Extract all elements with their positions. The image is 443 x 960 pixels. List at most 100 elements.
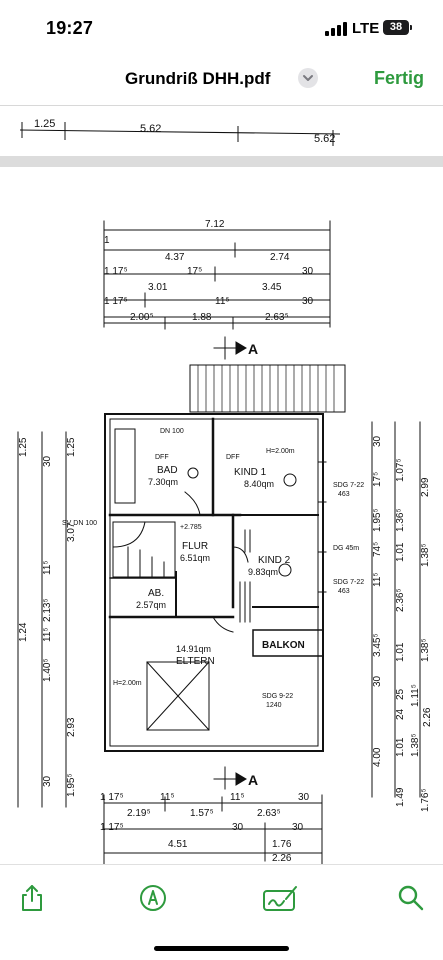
pdf-viewer[interactable]: 1.25 5.62 5.62 — [0, 106, 443, 864]
section-marker: A — [248, 772, 258, 788]
dim-label: 2.74 — [270, 252, 290, 263]
dim-label: 1.76 — [272, 839, 292, 850]
home-indicator — [154, 946, 289, 951]
dim-label: 2.13⁵ — [42, 598, 53, 622]
dim-label: 11⁵ — [42, 560, 53, 575]
dim-label: 1 17⁵ — [104, 266, 128, 277]
plan-note: DN 100 — [160, 428, 184, 435]
status-time: 19:27 — [46, 18, 94, 38]
plan-note: 463 — [338, 491, 350, 498]
dim-label: 1.76⁵ — [420, 788, 431, 812]
room-name-eltern: ELTERN — [176, 656, 215, 667]
share-icon[interactable] — [17, 883, 47, 913]
dim-label: 1.95⁵ — [372, 508, 383, 532]
dim-label: 11⁵ — [160, 792, 175, 803]
dim-label: 1 17⁵ — [100, 792, 124, 803]
room-name-balkon: BALKON — [262, 640, 305, 651]
room-name-kind1: KIND 1 — [234, 467, 267, 478]
dim-label: 30 — [372, 435, 383, 447]
dim-label: 25 — [395, 688, 406, 700]
dim-label: 30 — [302, 296, 314, 307]
dim-label: 17⁵ — [187, 266, 202, 277]
dim-label: 1 — [104, 235, 110, 246]
room-area-ab: 2.57qm — [136, 600, 166, 610]
dim-label: 2.93 — [66, 717, 77, 737]
plan-note: DG 45m — [333, 545, 359, 552]
dim-label: 5.62 — [140, 123, 161, 135]
dim-label: 1.01 — [395, 542, 406, 562]
cellular-signal-icon — [325, 22, 347, 36]
battery-icon: 38 — [383, 20, 412, 35]
dim-label: 1.24 — [18, 622, 29, 642]
dim-label: 30 — [292, 822, 304, 833]
network-type: LTE — [352, 20, 380, 37]
signature-icon[interactable] — [262, 883, 298, 913]
dim-label: 1.11⁵ — [410, 684, 421, 707]
plan-note: H=2.00m — [113, 680, 142, 687]
dim-label: 30 — [232, 822, 244, 833]
dim-label: 1 17⁵ — [100, 822, 124, 833]
dim-label: 1.38⁵ — [420, 543, 431, 567]
dim-label: 17⁵ — [372, 472, 383, 487]
room-name-bad: BAD — [157, 465, 178, 476]
dim-label: 30 — [298, 792, 310, 803]
room-area-eltern: 14.91qm — [176, 644, 211, 654]
dim-label: 1.25 — [18, 437, 29, 457]
dim-label: 5.62 — [314, 133, 335, 145]
room-area-flur: 6.51qm — [180, 553, 210, 563]
dim-label: 1 17⁵ — [104, 296, 128, 307]
dim-label: 2.99 — [420, 477, 431, 497]
room-name-ab: AB. — [148, 588, 164, 599]
dim-label: 2.26 — [422, 707, 433, 727]
dim-label: 2.26 — [272, 853, 292, 864]
plan-note: 1240 — [266, 702, 282, 709]
markup-pen-icon[interactable] — [138, 883, 168, 913]
dim-label: 30 — [42, 775, 53, 787]
dim-label: 2.63⁵ — [257, 808, 281, 819]
dim-label: 3.01 — [148, 282, 168, 293]
room-name-kind2: KIND 2 — [258, 555, 291, 566]
dim-label: 3.45 — [262, 282, 282, 293]
dim-label: 1.38⁵ — [420, 638, 431, 662]
dim-label: 4.51 — [168, 839, 188, 850]
dim-label: 1.36⁵ — [395, 508, 406, 532]
plan-note: SDG 7-22 — [333, 579, 364, 586]
plan-note: SV DN 100 — [62, 520, 97, 527]
dim-label: 1.88 — [192, 312, 212, 323]
dim-label: 1.25 — [66, 437, 77, 457]
done-button[interactable]: Fertig — [373, 68, 424, 88]
dim-label: 2.63⁵ — [265, 312, 289, 323]
dim-label: 4.00 — [372, 747, 383, 767]
room-area-kind2: 9.83qm — [248, 567, 278, 577]
pdf-page-previous[interactable]: 1.25 5.62 5.62 — [0, 106, 443, 156]
room-name-flur: FLUR — [182, 541, 208, 552]
pdf-page-floor-plan[interactable]: 7.12 1 4.37 2.74 1 17⁵ 17⁵ 30 3.01 3.45 … — [0, 167, 443, 864]
dim-label: 2.36⁵ — [395, 588, 406, 612]
dim-label: 74⁵ — [372, 542, 383, 557]
dim-label: 3.07 — [66, 522, 77, 542]
section-marker: A — [248, 341, 258, 357]
plan-note: SDG 9-22 — [262, 693, 293, 700]
dim-label: 1.01 — [395, 737, 406, 757]
dim-label: 7.12 — [205, 219, 225, 230]
dim-label: 30 — [42, 455, 53, 467]
room-area-kind1: 8.40qm — [244, 479, 274, 489]
dim-label: 11⁵ — [230, 792, 245, 803]
dim-label: 1.25 — [34, 118, 55, 130]
navigation-bar: Grundriß DHH.pdf Fertig — [0, 56, 443, 106]
chevron-down-icon[interactable] — [298, 68, 318, 88]
room-area-bad: 7.30qm — [148, 477, 178, 487]
dim-label: 2.00⁵ — [130, 312, 154, 323]
dim-label: 1.38⁵ — [410, 733, 421, 757]
plan-note: SDG 7-22 — [333, 482, 364, 489]
dim-label: 30 — [302, 266, 314, 277]
document-title[interactable]: Grundriß DHH.pdf — [125, 69, 271, 88]
bottom-toolbar — [0, 864, 443, 960]
dim-label: 1.49 — [395, 787, 406, 807]
dim-label: 11⁵ — [372, 572, 383, 587]
dim-label: 1.01 — [395, 642, 406, 662]
search-icon[interactable] — [396, 883, 426, 913]
dim-label: 1.95⁵ — [66, 773, 77, 797]
plan-note: DFF — [226, 454, 240, 461]
plan-note: +2.785 — [180, 524, 202, 531]
